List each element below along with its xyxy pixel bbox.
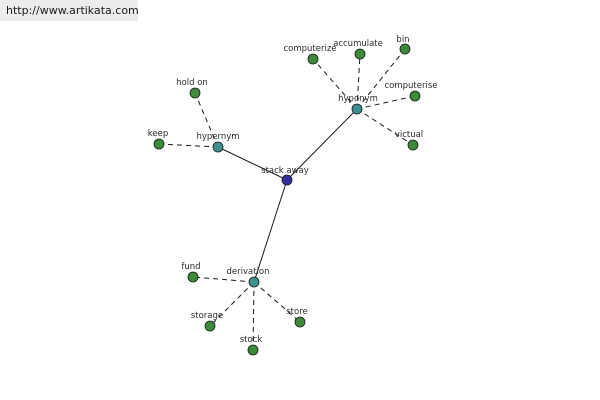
edge-hypernym-keep (158, 143, 219, 148)
edge-hypernym-hold-on (194, 92, 219, 148)
node-circle-hyponym[interactable] (351, 103, 363, 115)
node-root[interactable]: stack away (261, 166, 309, 186)
node-keep[interactable]: keep (148, 129, 168, 150)
node-circle-accumulate[interactable] (354, 48, 366, 60)
node-computerize[interactable]: computerize (283, 44, 337, 65)
source-url-banner[interactable]: http://www.artikata.com (0, 0, 139, 21)
node-circle-stock[interactable] (247, 344, 259, 356)
edge-root-hypernym (217, 146, 288, 181)
node-label-hold-on[interactable]: hold on (176, 78, 208, 88)
edge-root-derivation (253, 179, 288, 283)
node-label-accumulate[interactable]: accumulate (333, 39, 383, 49)
node-storage[interactable]: storage (191, 311, 223, 332)
node-label-fund[interactable]: fund (181, 262, 200, 272)
edge-derivation-storage (209, 281, 255, 327)
node-label-hyponym[interactable]: hyponym (338, 94, 378, 104)
node-label-store[interactable]: store (286, 307, 308, 317)
node-circle-computerize[interactable] (307, 53, 319, 65)
node-label-victual[interactable]: victual (395, 130, 423, 140)
node-label-derivation[interactable]: derivation (226, 267, 269, 277)
node-circle-root[interactable] (281, 174, 293, 186)
node-circle-hypernym[interactable] (212, 141, 224, 153)
edge-derivation-stock (252, 281, 255, 351)
source-url-text[interactable]: http://www.artikata.com (6, 4, 139, 17)
node-label-computerise[interactable]: computerise (384, 81, 437, 91)
edge-derivation-store (253, 281, 301, 323)
edge-hyponym-computerise (356, 95, 416, 110)
node-store[interactable]: store (286, 307, 308, 328)
node-label-stock[interactable]: stock (240, 335, 263, 345)
node-victual[interactable]: victual (395, 130, 423, 151)
node-label-computerize[interactable]: computerize (283, 44, 336, 54)
node-circle-fund[interactable] (187, 271, 199, 283)
node-hyponym[interactable]: hyponym (338, 94, 378, 115)
edge-derivation-fund (192, 276, 255, 283)
edge-root-hyponym (286, 108, 358, 181)
node-fund[interactable]: fund (181, 262, 201, 283)
node-label-storage[interactable]: storage (191, 311, 223, 321)
node-label-keep[interactable]: keep (148, 129, 168, 139)
node-label-bin[interactable]: bin (396, 35, 409, 45)
node-computerise[interactable]: computerise (384, 81, 438, 102)
node-circle-computerise[interactable] (409, 90, 421, 102)
node-stock[interactable]: stock (240, 335, 263, 356)
edge-hyponym-victual (356, 108, 414, 146)
node-hypernym[interactable]: hypernym (196, 132, 240, 153)
node-circle-bin[interactable] (399, 43, 411, 55)
node-circle-storage[interactable] (204, 320, 216, 332)
edge-hyponym-computerize (312, 58, 358, 110)
nodes-layer: stack away hypernym hyponym derivation hold … (148, 35, 438, 356)
node-label-hypernym[interactable]: hypernym (196, 132, 239, 142)
node-circle-keep[interactable] (153, 138, 165, 150)
node-circle-derivation[interactable] (248, 276, 260, 288)
node-bin[interactable]: bin (396, 35, 411, 55)
node-label-root[interactable]: stack away (261, 166, 309, 176)
node-hold-on[interactable]: hold on (176, 78, 208, 99)
node-circle-victual[interactable] (407, 139, 419, 151)
node-accumulate[interactable]: accumulate (333, 39, 383, 60)
edge-hyponym-bin (356, 48, 406, 110)
node-circle-hold-on[interactable] (189, 87, 201, 99)
edges-layer (158, 48, 416, 351)
edge-hyponym-accumulate (356, 53, 361, 110)
node-circle-store[interactable] (294, 316, 306, 328)
node-derivation[interactable]: derivation (226, 267, 270, 288)
